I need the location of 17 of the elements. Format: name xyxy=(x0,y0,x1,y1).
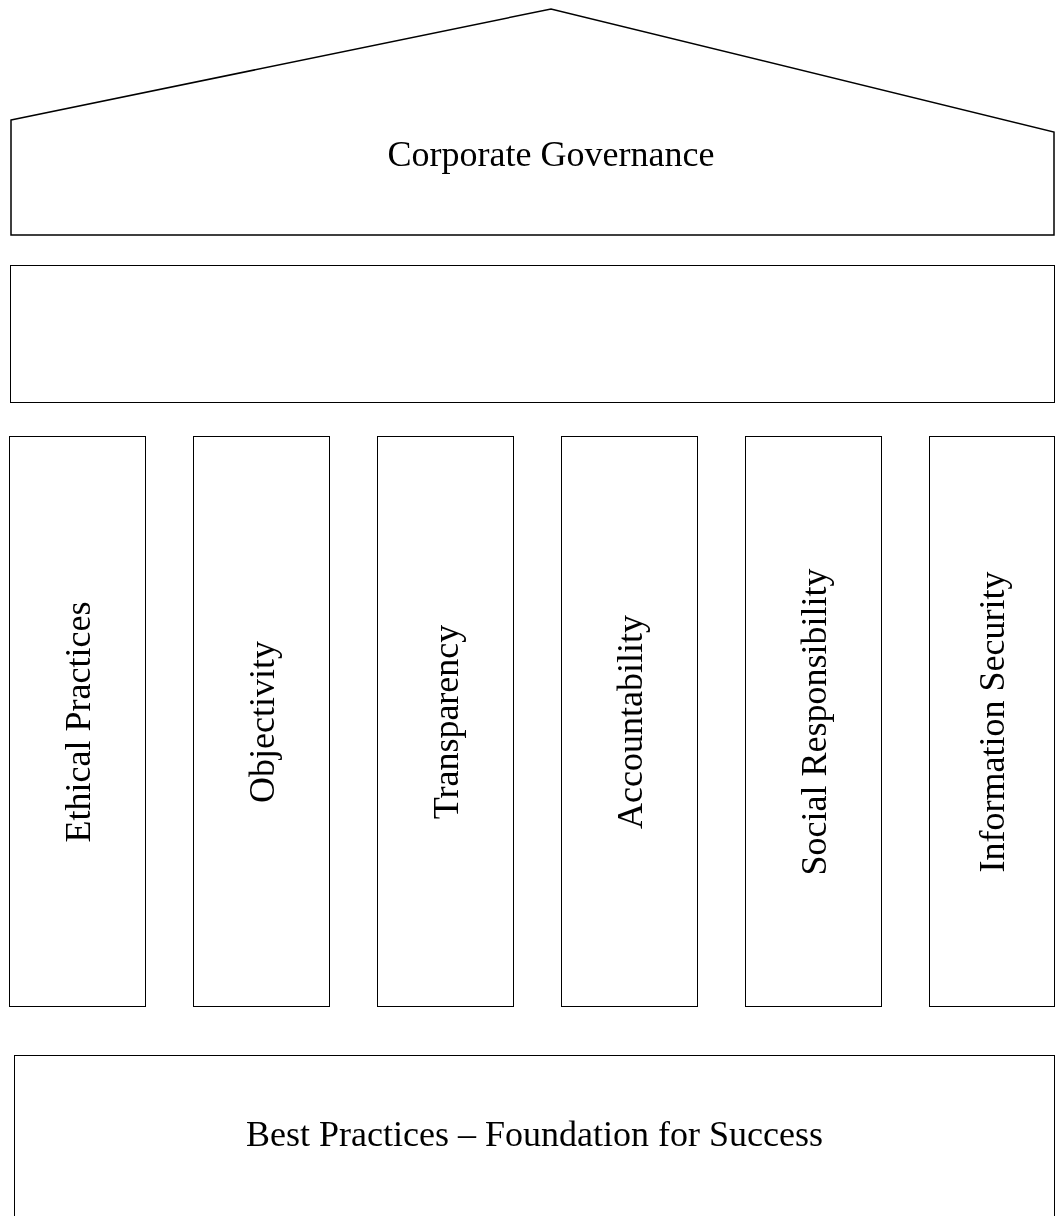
pillar-label: Information Security xyxy=(974,571,1010,872)
beam-box xyxy=(10,265,1055,403)
pillar-box xyxy=(377,436,514,1007)
pillar-label: Transparency xyxy=(427,624,464,819)
foundation-box xyxy=(14,1055,1055,1216)
pillar-box xyxy=(745,436,882,1007)
foundation-label: Best Practices – Foundation for Success xyxy=(246,1115,823,1152)
pillar-box xyxy=(9,436,146,1007)
pillar-box xyxy=(561,436,698,1007)
pillar-box xyxy=(929,436,1055,1007)
roof-shape xyxy=(10,8,1055,236)
pillar-label: Accountability xyxy=(611,614,648,829)
pillar-label: Social Responsibility xyxy=(795,568,832,875)
pillar-label: Ethical Practices xyxy=(59,601,96,842)
pillar-box xyxy=(193,436,330,1007)
roof-title: Corporate Governance xyxy=(387,136,715,172)
pillar-label: Objectivity xyxy=(243,640,280,803)
